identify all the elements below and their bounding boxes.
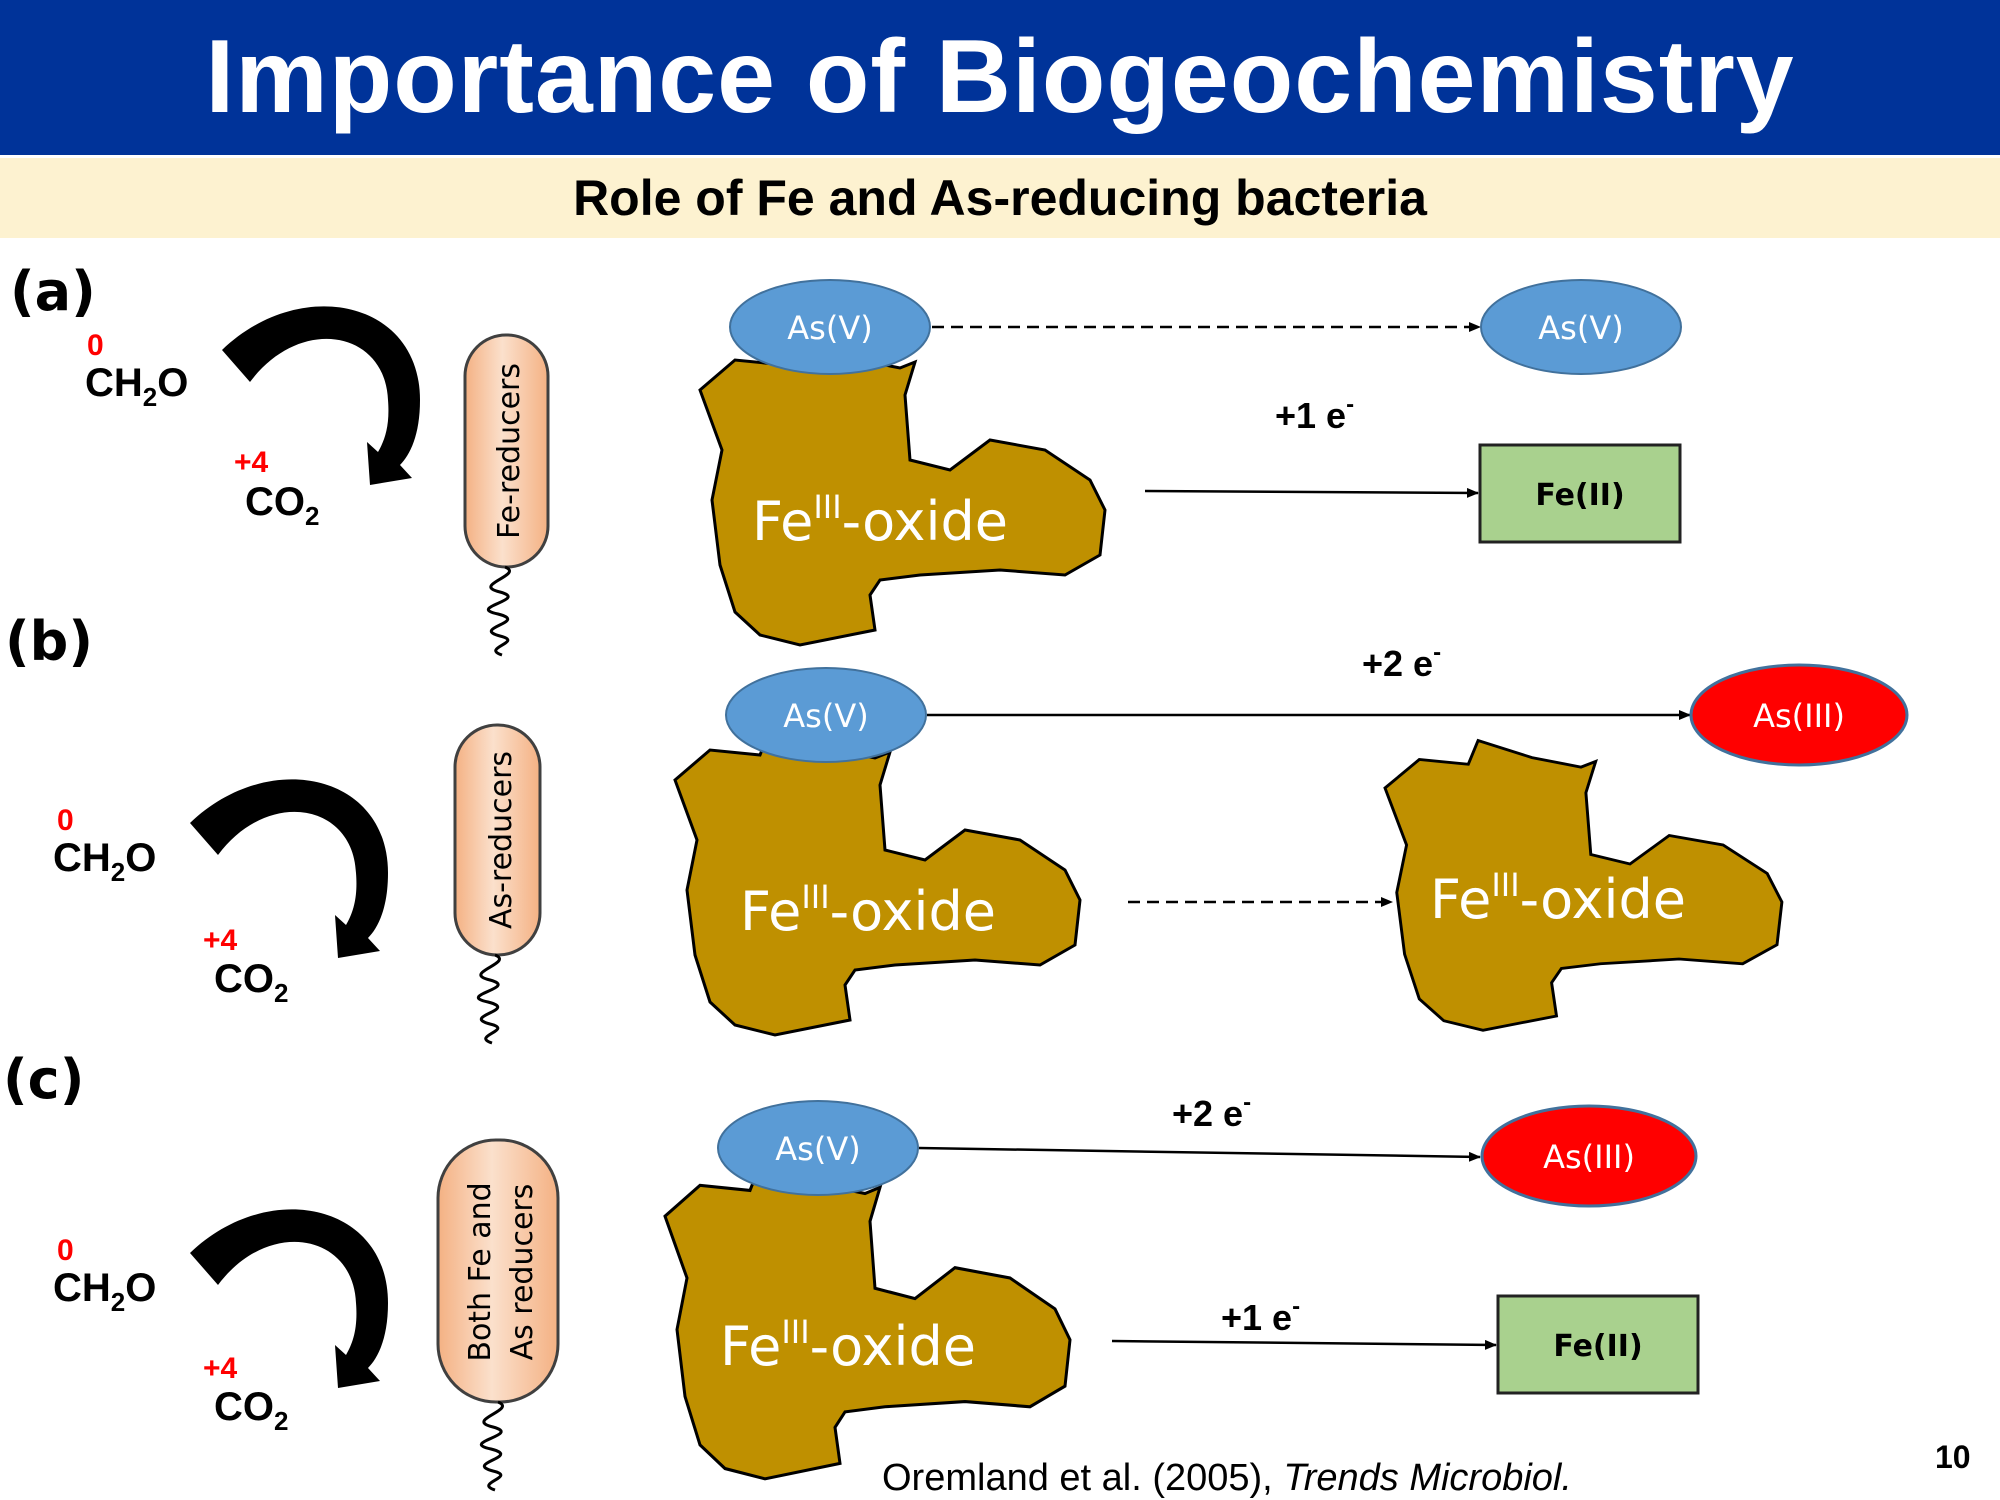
citation: Oremland et al. (2005), Trends Microbiol… <box>882 1457 1572 1499</box>
flagellum <box>477 953 501 1045</box>
fe-oxide-particle: FeIII-oxide <box>663 1163 1072 1481</box>
panel-label: (a) <box>10 260 96 323</box>
flagellum <box>480 1400 504 1492</box>
fe-oxide-label: FeIII-oxide <box>740 878 996 943</box>
donor-oxidation-state: 0 <box>57 1234 74 1267</box>
as-iii-target <box>1480 1104 1698 1208</box>
fe-ii-box <box>1478 443 1682 544</box>
panel-a: (a) 0 CH2O +4 CO2 Fe-reducers FeIII-oxid… <box>10 260 1682 657</box>
flagellum <box>487 565 511 657</box>
product-formula: CO2 <box>214 957 288 1008</box>
electron-label-fe: +1 e- <box>1221 1293 1300 1338</box>
product-oxidation-state: +4 <box>203 924 238 957</box>
as-v-source-label: As(V) <box>775 1130 860 1168</box>
fe-ii-box <box>1496 1294 1700 1395</box>
as-v-source <box>725 667 927 763</box>
donor-oxidation-state: 0 <box>57 804 74 837</box>
donor-formula: CH2O <box>53 836 156 887</box>
fe-oxide-label: FeIII-oxide <box>752 488 1008 553</box>
panel-label: (b) <box>5 610 93 673</box>
oxidation-arrow <box>222 306 420 485</box>
electron-arrow-fe <box>1111 1339 1497 1350</box>
bacterium-label-line2: As reducers <box>505 1184 540 1361</box>
donor-formula: CH2O <box>53 1266 156 1317</box>
as-v-source-label: As(V) <box>787 309 872 347</box>
as-v-source-label: As(V) <box>783 697 868 735</box>
as-iii-target-label: As(III) <box>1543 1138 1635 1176</box>
bacterium: Both Fe and As reducers <box>436 1138 560 1492</box>
panel-label: (c) <box>3 1048 84 1111</box>
donor-formula: CH2O <box>85 361 188 412</box>
fe-ii-label: Fe(II) <box>1535 478 1624 513</box>
fe-oxide-particle: FeIII-oxide <box>673 728 1082 1037</box>
electron-label: +1 e- <box>1275 391 1354 436</box>
panel-c: (c) 0 CH2O +4 CO2 Both Fe and As reducer… <box>3 1048 1700 1492</box>
as-v-source <box>717 1100 919 1196</box>
as-v-target-label: As(V) <box>1538 309 1623 347</box>
product-oxidation-state: +4 <box>203 1352 238 1385</box>
fe-ii-label: Fe(II) <box>1553 1329 1642 1364</box>
electron-label: +2 e- <box>1362 639 1441 684</box>
donor-oxidation-state: 0 <box>87 329 104 362</box>
fe-oxide-target-label: FeIII-oxide <box>1430 866 1686 931</box>
as-iii-target <box>1689 663 1909 767</box>
title-bar: Importance of Biogeochemistry <box>0 0 2000 155</box>
oxidation-arrow <box>190 779 388 958</box>
bacterium: Fe-reducers <box>463 333 550 657</box>
bacterium: As-reducers <box>453 723 542 1045</box>
subtitle-bar: Role of Fe and As-reducing bacteria <box>0 158 2000 238</box>
as-v-target <box>1480 279 1682 375</box>
as-v-source <box>729 279 931 375</box>
product-oxidation-state: +4 <box>234 446 269 479</box>
fe-oxide-target: FeIII-oxide <box>1383 739 1784 1032</box>
electron-label-as: +2 e- <box>1172 1089 1251 1134</box>
panel-b: (b) 0 CH2O +4 CO2 As-reducers FeIII-oxid… <box>5 610 1909 1045</box>
bacterium-label: Fe-reducers <box>492 363 527 539</box>
page-number: 10 <box>1935 1439 1971 1475</box>
electron-arrow-as <box>918 1146 1481 1162</box>
slide-subtitle: Role of Fe and As-reducing bacteria <box>573 170 1427 226</box>
slide-title: Importance of Biogeochemistry <box>205 19 1795 135</box>
as-iii-target-label: As(III) <box>1753 697 1845 735</box>
electron-arrow <box>1144 487 1479 498</box>
fe-oxide-particle: FeIII-oxide <box>698 338 1107 647</box>
fe-oxide-label: FeIII-oxide <box>720 1313 976 1378</box>
bacterium-label: As-reducers <box>484 751 519 929</box>
bacterium-label-line1: Both Fe and <box>463 1182 498 1361</box>
product-formula: CO2 <box>214 1385 288 1436</box>
oxidation-arrow <box>190 1209 388 1388</box>
product-formula: CO2 <box>245 480 319 531</box>
